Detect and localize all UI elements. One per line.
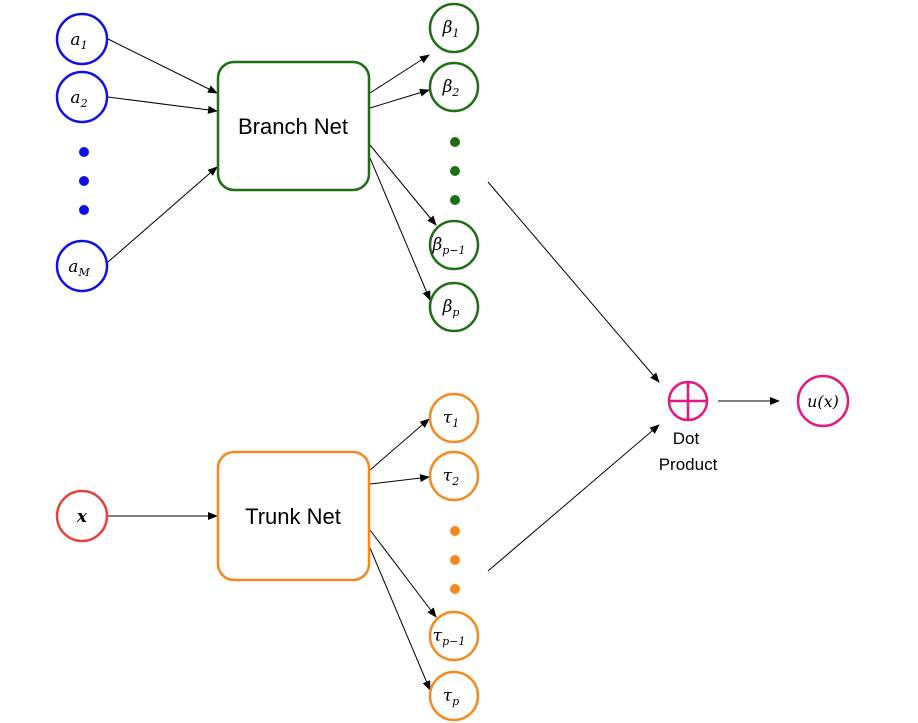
arrow-branch-to-beta1 (369, 54, 430, 94)
branch-net-label: Branch Net (238, 114, 348, 139)
branch-output-nodes: β1 β2 βp−1 βp (428, 2, 480, 333)
arrow-branch-to-beta2 (369, 88, 430, 109)
node-base: β (442, 77, 453, 97)
ellipsis-dot (450, 166, 460, 176)
node-subscript: p−1 (442, 635, 465, 648)
svg-text:βp−1: βp−1 (431, 235, 465, 257)
arrow-a2-to-branch (107, 96, 218, 114)
node-subscript: 1 (81, 39, 88, 52)
ellipsis-dot (79, 176, 89, 186)
input-node-a1: a1 (55, 12, 109, 66)
ellipsis-dot (450, 137, 460, 147)
svg-text:τp−1: τp−1 (433, 626, 466, 648)
branch-output-beta-p: βp (428, 281, 480, 333)
node-subscript: p (452, 306, 459, 319)
arrow-branch-to-betap (369, 157, 431, 301)
ellipsis-dot (450, 526, 460, 536)
ellipsis-dot (450, 584, 460, 594)
node-subscript: 2 (80, 97, 88, 110)
node-base: τ (443, 466, 453, 486)
ellipsis-dot (450, 555, 460, 565)
svg-text:a2: a2 (70, 88, 87, 110)
arrow-branch-to-betap1 (369, 144, 437, 226)
arrow-trunk-to-tau2 (369, 474, 430, 485)
node-subscript: 2 (451, 86, 459, 99)
input-node-x: x (55, 489, 109, 543)
node-subscript: 1 (452, 27, 459, 40)
svg-text:τ2: τ2 (443, 466, 459, 488)
svg-text:βp: βp (442, 297, 460, 319)
ellipsis-dot (79, 147, 89, 157)
svg-text:τ1: τ1 (443, 408, 459, 430)
oplus-icon (667, 380, 709, 422)
trunk-output-tau2: τ2 (428, 450, 480, 502)
node-base: β (442, 18, 453, 38)
dot-product-label-line1: Dot (673, 429, 700, 448)
node-base: β (431, 235, 442, 255)
svg-text:a1: a1 (70, 30, 87, 52)
ellipsis-dot (79, 205, 89, 215)
node-subscript: p (452, 695, 459, 708)
arrow-aM-to-branch (107, 166, 218, 263)
node-base: τ (433, 626, 443, 646)
svg-text:β1: β1 (442, 18, 460, 40)
arrow-trunk-outputs-to-dot (487, 424, 660, 572)
trunk-net-label: Trunk Net (245, 504, 341, 529)
node-base: a (70, 88, 80, 108)
trunk-output-tau1: τ1 (428, 392, 480, 444)
node-subscript: p−1 (442, 244, 465, 257)
node-subscript: M (77, 266, 90, 279)
input-node-a2: a2 (55, 70, 109, 124)
trunk-net: Trunk Net (216, 450, 371, 582)
input-node-aM: aM (55, 239, 109, 293)
node-base: β (442, 297, 453, 317)
branch-net: Branch Net (216, 60, 371, 192)
output-label: u(x) (807, 392, 839, 411)
node-base: x (76, 507, 88, 527)
arrow-trunk-to-taup (369, 547, 431, 691)
svg-text:τp: τp (443, 686, 459, 708)
node-base: τ (443, 686, 453, 706)
node-subscript: 2 (451, 475, 459, 488)
branch-output-beta2: β2 (428, 61, 480, 113)
branch-output-beta1: β1 (428, 2, 480, 54)
node-base: a (70, 30, 80, 50)
output-node: u(x) (796, 374, 850, 428)
input-a-nodes: a1 a2 aM (55, 12, 109, 293)
trunk-output-tau-p: τp (428, 670, 480, 722)
node-base: a (68, 257, 78, 277)
branch-output-beta-p-minus-1: βp−1 (428, 219, 480, 271)
dot-product-label-line2: Product (659, 455, 718, 474)
trunk-output-tau-p-minus-1: τp−1 (428, 610, 480, 662)
arrow-branch-outputs-to-dot (487, 181, 660, 383)
arrows (107, 38, 780, 691)
arrow-trunk-to-tau1 (369, 418, 430, 471)
node-subscript: 1 (452, 417, 459, 430)
svg-text:β2: β2 (442, 77, 460, 99)
arrow-a1-to-branch (107, 38, 218, 94)
svg-text:aM: aM (68, 257, 90, 279)
trunk-output-nodes: τ1 τ2 τp−1 τp (428, 392, 480, 722)
node-base: τ (443, 408, 453, 428)
dot-product-operator: Dot Product (659, 380, 718, 474)
ellipsis-dot (450, 195, 460, 205)
arrow-trunk-to-taup1 (369, 529, 437, 618)
